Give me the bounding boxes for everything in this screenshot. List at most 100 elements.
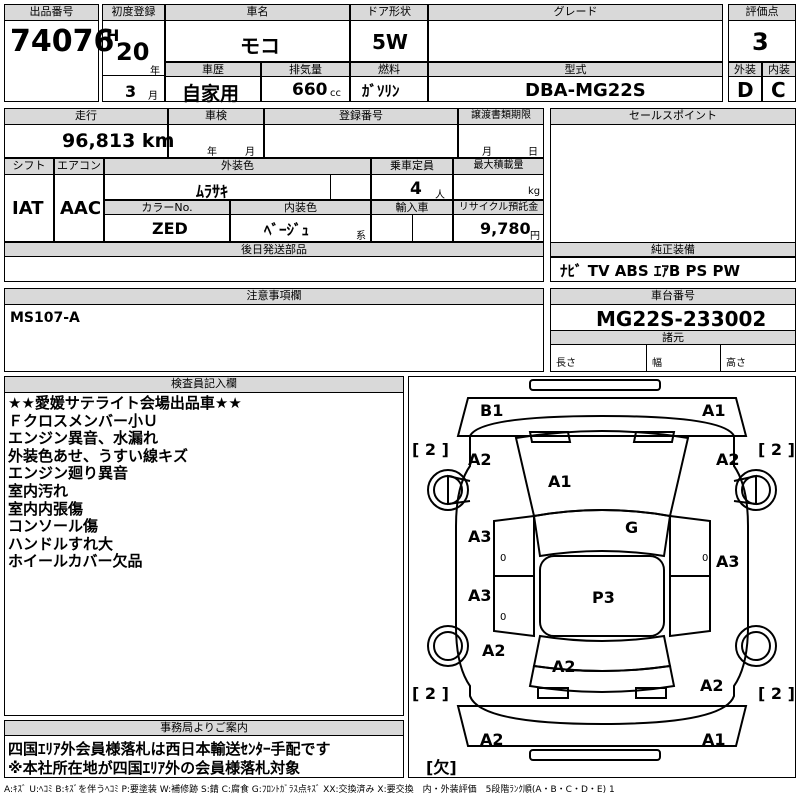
genuine-header: 純正装備 <box>550 242 796 257</box>
spec-width: 幅 <box>652 358 662 369</box>
grade-header: グレード <box>428 4 723 21</box>
inspector-line: 室内内張傷 <box>8 499 84 518</box>
ext-color-header: 外装色 <box>104 158 371 175</box>
car-name: モコ <box>240 34 280 58</box>
first-reg-header: 初度登録 <box>102 4 165 21</box>
model-header: 型式 <box>428 62 723 77</box>
inspection-header: 車検 <box>168 108 264 125</box>
int-color-suffix: 系 <box>356 231 366 242</box>
zero-mark: 0 <box>702 553 709 564</box>
transfer-header: 譲渡書類期限 <box>458 108 544 125</box>
capacity-value: 4 <box>410 179 422 199</box>
inspector-line: 外装色あせ、うすい線キズ <box>8 446 189 465</box>
int-color-header: 内装色 <box>230 200 371 215</box>
reg-month: 3 <box>125 82 137 101</box>
divider <box>102 75 165 76</box>
max-load-unit: kg <box>528 186 541 197</box>
divider <box>646 345 647 372</box>
damage-a1-br: A1 <box>702 730 726 749</box>
damage-a1-front: A1 <box>702 401 726 420</box>
bracket-2-ur: [ 2 ] <box>758 440 795 459</box>
divider <box>412 215 413 242</box>
reg-year: 20 <box>116 38 150 66</box>
capacity-header: 乗車定員 <box>371 158 453 175</box>
year-unit: 年 <box>150 66 160 77</box>
sales-point-box <box>550 108 796 258</box>
damage-a2-ul: A2 <box>468 450 492 469</box>
color-no-header: カラーNo. <box>104 200 230 215</box>
notes-value: MS107-A <box>10 310 80 326</box>
legend: A:ｷｽﾞ U:ﾍｺﾐ B:ｷｽﾞを伴うﾍｺﾐ P:要塗装 W:補修跡 S:錆 … <box>4 785 615 795</box>
inspector-line: コンソール傷 <box>8 517 99 536</box>
transfer-day-unit: 日 <box>528 147 538 158</box>
damage-a1-hood: A1 <box>548 472 572 491</box>
missing-mark: [欠] <box>426 758 457 777</box>
score-header: 評価点 <box>728 4 796 21</box>
divider <box>720 345 721 372</box>
damage-a3-ul: A3 <box>468 527 492 546</box>
zero-mark: 0 <box>500 553 507 564</box>
genuine-value: ﾅﾋﾞ TV ABS ｴｱB PS PW <box>560 262 741 280</box>
inspector-line: ★★愛媛サテライト会場出品車★★ <box>8 394 242 412</box>
car-name-header: 車名 <box>165 4 350 21</box>
door-type: 5W <box>372 30 408 54</box>
capacity-unit: 人 <box>435 190 445 201</box>
office-header: 事務局よりご案内 <box>4 720 404 736</box>
car-diagram-box <box>408 376 796 778</box>
model-value: DBA-MG22S <box>525 80 646 101</box>
divider <box>330 175 331 200</box>
bracket-2-ul: [ 2 ] <box>412 440 449 459</box>
lot-header: 出品番号 <box>4 4 99 21</box>
max-load-header: 最大積載量 <box>453 158 544 175</box>
displacement-value: 660 <box>292 80 328 100</box>
month-unit: 月 <box>148 91 158 102</box>
color-no-value: ZED <box>152 219 188 238</box>
int-color-value: ﾍﾞｰｼﾞｭ <box>264 221 310 239</box>
damage-a3-ur: A3 <box>716 552 740 571</box>
damage-g: G <box>625 518 639 537</box>
fuel-header: 燃料 <box>350 62 428 77</box>
exterior-header: 外装 <box>728 62 762 77</box>
aircon-value: AAC <box>60 198 102 219</box>
office-line: ※本社所在地が四国ｴﾘｱ外の会員様落札対象 <box>8 759 301 777</box>
inspector-line: 室内汚れ <box>8 482 69 500</box>
damage-a3-ll: A3 <box>468 586 492 605</box>
inspector-line: ハンドルすれ大 <box>8 534 114 553</box>
damage-a2-bl: A2 <box>480 730 504 749</box>
score-value: 3 <box>752 28 769 56</box>
inspector-line: ホイールカバー欠品 <box>8 552 143 571</box>
history-value: 自家用 <box>182 83 240 105</box>
fuel-value: ｶﾞｿﾘﾝ <box>362 82 400 100</box>
inspection-year-unit: 年 <box>207 147 217 158</box>
bracket-2-ll: [ 2 ] <box>412 684 449 703</box>
ext-color-value: ﾑﾗｻｷ <box>196 182 229 201</box>
damage-a2-ur: A2 <box>716 450 740 469</box>
recycle-unit: 円 <box>530 231 540 242</box>
shift-value: IAT <box>12 198 44 219</box>
displacement-unit: cc <box>330 88 341 99</box>
inspector-line: エンジン廻り異音 <box>8 464 129 483</box>
recycle-value: 9,780 <box>480 219 531 238</box>
car-diagram <box>427 379 777 761</box>
damage-a2-ll: A2 <box>482 641 506 660</box>
reg-number-header: 登録番号 <box>264 108 458 125</box>
zero-mark: 0 <box>500 612 507 623</box>
era: H <box>106 26 120 45</box>
import-header: 輸入車 <box>371 200 453 215</box>
interior-header: 内装 <box>762 62 796 77</box>
inspection-month-unit: 月 <box>245 147 255 158</box>
later-parts-header: 後日発送部品 <box>4 242 544 257</box>
spec-height: 高さ <box>726 358 746 369</box>
notes-header: 注意事項欄 <box>4 288 544 305</box>
history-header: 車歴 <box>165 62 261 77</box>
specs-header: 諸元 <box>550 330 796 345</box>
damage-a2-rear: A2 <box>552 657 576 676</box>
office-line: 四国ｴﾘｱ外会員様落札は西日本輸送ｾﾝﾀｰ手配です <box>8 740 331 758</box>
exterior-value: D <box>737 78 754 102</box>
mileage-value: 96,813 km <box>62 130 175 152</box>
sales-point-header: セールスポイント <box>550 108 796 125</box>
inspector-header: 検査員記入欄 <box>4 376 404 393</box>
door-header: ドア形状 <box>350 4 428 21</box>
damage-p3: P3 <box>592 588 615 607</box>
bracket-2-lr: [ 2 ] <box>758 684 795 703</box>
